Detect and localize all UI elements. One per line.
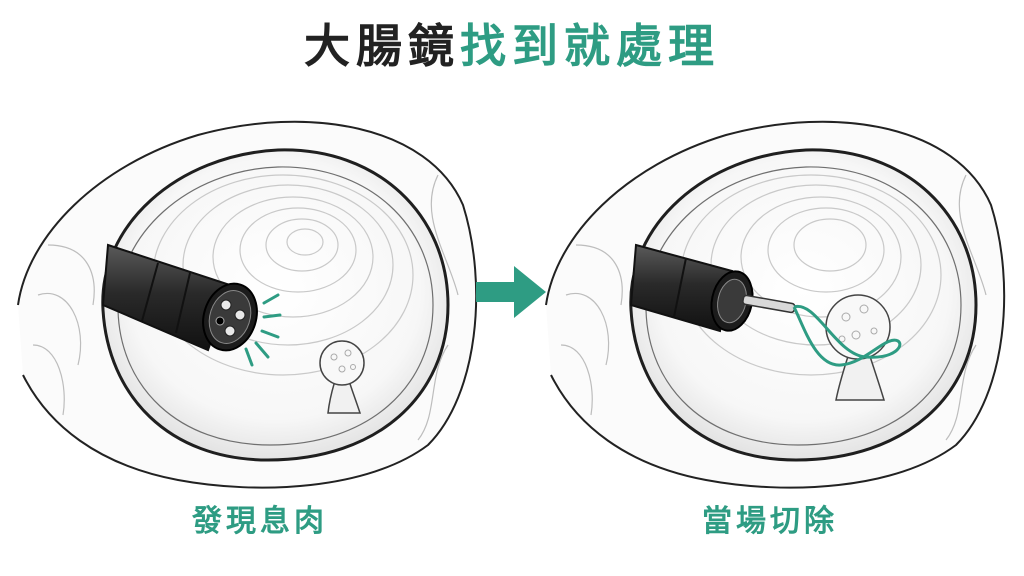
- colon-lumen: [101, 148, 450, 462]
- title-dark-part: 大腸鏡: [304, 19, 460, 73]
- caption-find-polyp: 發現息肉: [192, 504, 328, 539]
- title-accent-part: 找到就處理: [460, 19, 720, 73]
- tissue-fold-lines: [560, 174, 987, 441]
- endoscope: [629, 243, 754, 333]
- colon-lumen-illustration-right: [545, 120, 1006, 489]
- snare-instrument: [742, 294, 902, 367]
- polyp: [319, 340, 365, 414]
- lumen-inner-rim: [117, 166, 434, 446]
- endoscope: [101, 243, 258, 352]
- panel-remove-polyp: [536, 95, 1016, 495]
- caption-remove-polyp: 當場切除: [702, 504, 838, 539]
- diagram-title: 大腸鏡找到就處理: [0, 18, 1024, 74]
- colon-lumen: [629, 148, 978, 462]
- lumen-inner-rim: [645, 166, 962, 446]
- colon-lumen-illustration-left: [17, 120, 478, 489]
- haustral-rings: [680, 174, 942, 376]
- detection-rays: [244, 293, 282, 367]
- right-arrow-icon: [476, 266, 546, 318]
- tissue-fold-lines: [32, 174, 459, 441]
- snare-loop: [792, 305, 902, 367]
- panel-find-polyp: [8, 95, 488, 495]
- haustral-rings: [152, 174, 414, 376]
